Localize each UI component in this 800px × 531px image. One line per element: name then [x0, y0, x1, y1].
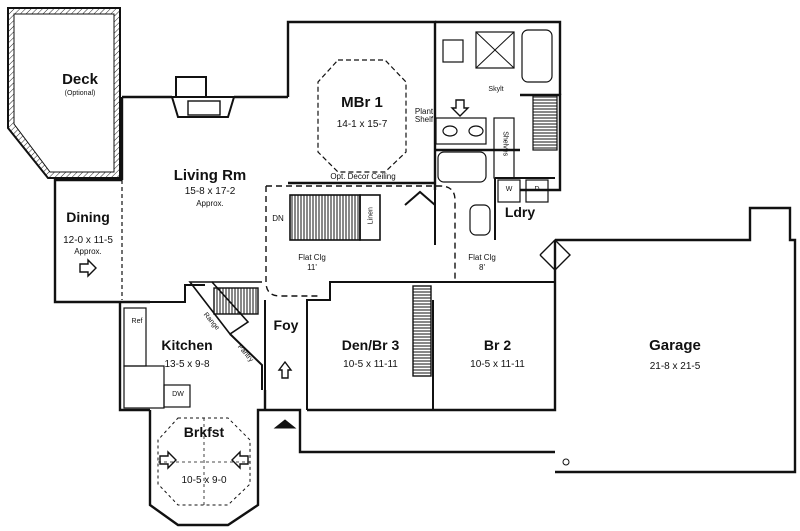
den-dims: 10-5 x 11-11 — [343, 359, 398, 370]
kitchen-dims: 13-5 x 9-8 — [164, 359, 210, 370]
flat-ceiling-left-height: 11' — [307, 263, 317, 272]
flat-ceiling-left-label: Flat Clg — [298, 253, 326, 262]
dryer-label: D — [534, 186, 540, 193]
skylight-note: Skylt — [488, 86, 504, 93]
interior-walls — [121, 29, 571, 506]
living-room-label: Living Rm — [173, 167, 247, 184]
flat-ceiling-right-label: Flat Clg — [468, 253, 496, 262]
stairs-down-label: DN — [272, 214, 284, 223]
refrigerator-label: Ref — [131, 318, 143, 325]
dining-note: Approx. — [74, 247, 102, 256]
dishwasher-label: DW — [172, 391, 184, 398]
master-bedroom-label: MBr 1 — [341, 94, 383, 111]
flat-ceiling-right-height: 8' — [479, 263, 485, 272]
garage-dims: 21-8 x 21-5 — [649, 361, 701, 372]
direction-arrows — [79, 99, 470, 470]
garage-label: Garage — [649, 337, 701, 354]
washer-label: W — [505, 186, 513, 193]
decor-ceiling-note: Opt. Decor Ceiling — [330, 172, 396, 181]
living-room-note: Approx. — [196, 199, 224, 208]
dining-dims: 12-0 x 11-5 — [63, 235, 113, 246]
exterior-walls — [53, 20, 797, 527]
breakfast-label: Brkfst — [183, 424, 225, 440]
deck-outline — [7, 7, 121, 179]
bedroom-2-label: Br 2 — [483, 337, 512, 353]
deck-label: Deck — [62, 71, 98, 88]
linen-label: Linen — [367, 207, 375, 225]
laundry-label: Ldry — [504, 204, 536, 220]
foyer-label: Foy — [273, 317, 299, 333]
dining-label: Dining — [66, 209, 110, 225]
kitchen-label: Kitchen — [161, 337, 213, 353]
plant-shelf-note: Plant Shelf — [414, 107, 434, 125]
shelves-label: Shelves — [501, 131, 509, 157]
bedroom-2-dims: 10-5 x 11-11 — [470, 359, 525, 370]
master-bedroom-dims: 14-1 x 15-7 — [336, 119, 388, 130]
den-label: Den/Br 3 — [341, 337, 400, 353]
living-room-dims: 15-8 x 17-2 — [184, 186, 236, 197]
breakfast-dims: 10-5 x 9-0 — [181, 475, 227, 486]
deck-note: (Optional) — [64, 90, 96, 97]
